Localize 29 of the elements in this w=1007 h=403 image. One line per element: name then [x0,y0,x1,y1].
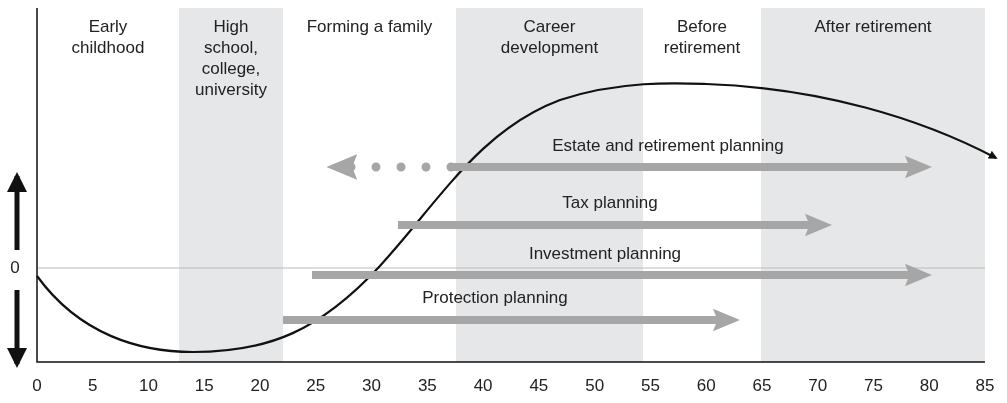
planning-label: Estate and retirement planning [552,136,784,156]
tick-label: 10 [139,376,158,396]
tick-label: 35 [417,376,437,396]
stage-label: High school, college, university [194,16,268,100]
planning-label: Tax planning [562,193,658,213]
planning-label: Investment planning [528,244,682,264]
planning-label: Protection planning [422,288,568,308]
tick-label: 75 [864,376,883,396]
stage-label: Before retirement [663,16,741,58]
tick-label: 55 [640,376,660,396]
tick-label: 25 [306,376,326,396]
tick-label: 30 [362,376,382,396]
tick-label: 40 [473,376,493,396]
stage-label: After retirement [813,16,933,37]
tick-label: 80 [919,376,939,396]
tick-label: 45 [529,376,549,396]
tick-label: 50 [585,376,605,396]
axis-label: 0 [10,258,20,278]
tick-label: 5 [88,376,98,396]
tick-label: 15 [194,376,214,396]
tick-label: 0 [32,376,42,396]
stage-label: Career development [499,16,600,58]
tick-label: 60 [696,376,716,396]
tick-label: 70 [808,376,828,396]
stage-label: Forming a family [305,16,434,37]
tick-label: 85 [975,376,995,396]
tick-label: 65 [752,376,772,396]
stage-label: Early childhood [70,16,146,58]
tick-label: 20 [250,376,270,396]
